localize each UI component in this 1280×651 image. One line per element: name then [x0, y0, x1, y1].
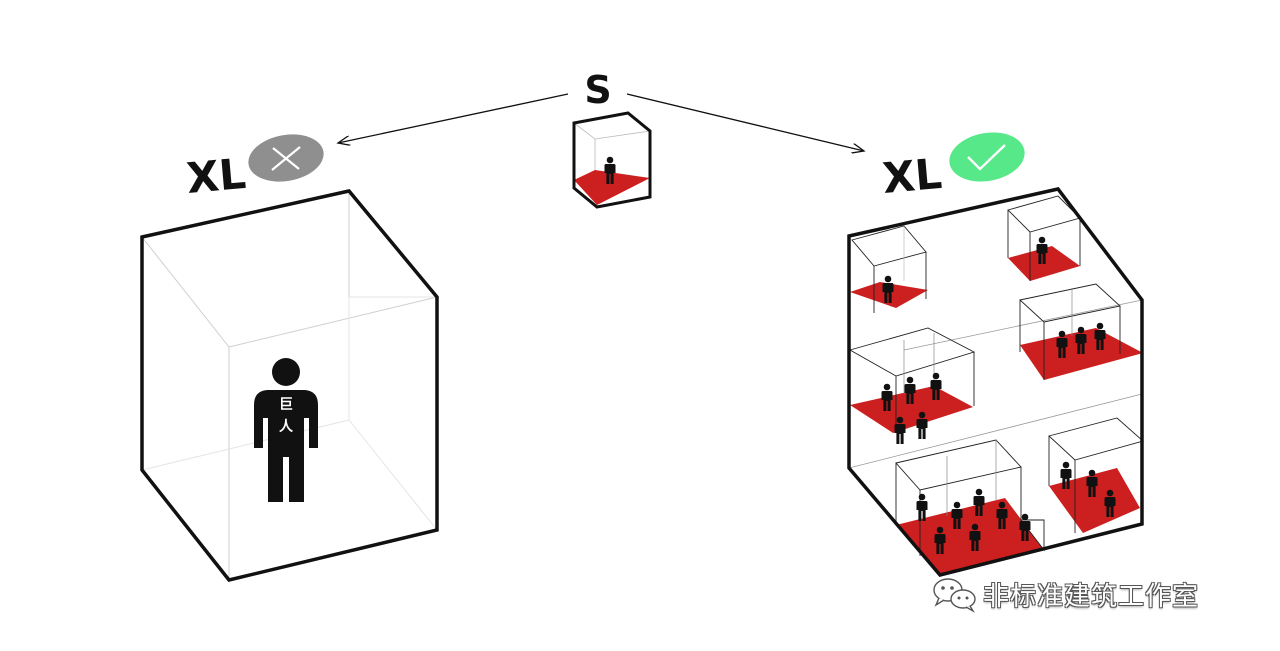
wechat-icon — [933, 578, 976, 613]
cross-icon — [271, 146, 301, 171]
cluster-cube — [847, 187, 1144, 577]
check-icon — [967, 144, 1006, 171]
arrow-to-left-xl — [338, 93, 569, 143]
check-badge — [949, 132, 1025, 182]
sub-cube-6 — [895, 439, 1045, 575]
sub-cube-4 — [848, 327, 976, 444]
label-xl-left: XL — [185, 149, 248, 203]
cross-badge — [248, 134, 324, 182]
watermark-text: 非标准建筑工作室 — [983, 582, 1200, 612]
sub-cube-1 — [850, 225, 928, 313]
giant-person: 巨 人 — [254, 358, 318, 502]
arrow-to-right-xl — [626, 93, 864, 151]
giant-char-1: 巨 — [279, 397, 293, 413]
small-cube — [572, 111, 652, 209]
sub-cube-2 — [1007, 195, 1081, 281]
sub-cube-5 — [1048, 417, 1144, 533]
label-s: S — [584, 68, 611, 112]
giant-cube: 巨 人 — [140, 189, 439, 582]
giant-char-2: 人 — [279, 418, 294, 435]
sub-cube-3 — [1019, 283, 1143, 380]
label-xl-right: XL — [881, 149, 944, 203]
